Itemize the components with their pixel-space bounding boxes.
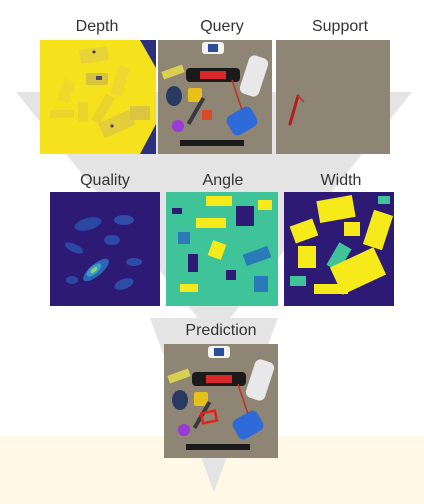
- quality-image: [50, 192, 160, 306]
- prediction-label: Prediction: [185, 322, 257, 339]
- angle-label: Angle: [202, 172, 244, 189]
- width-image: [284, 192, 394, 306]
- depth-label: Depth: [75, 18, 119, 35]
- support-image: [276, 40, 390, 154]
- quality-label: Quality: [80, 172, 130, 189]
- support-label: Support: [311, 18, 369, 35]
- grasp-box: [199, 409, 219, 425]
- angle-image: [166, 192, 278, 306]
- width-label: Width: [320, 172, 362, 189]
- depth-image: [40, 40, 156, 154]
- query-image: [158, 40, 272, 154]
- query-label: Query: [200, 18, 244, 35]
- prediction-image: [164, 344, 278, 458]
